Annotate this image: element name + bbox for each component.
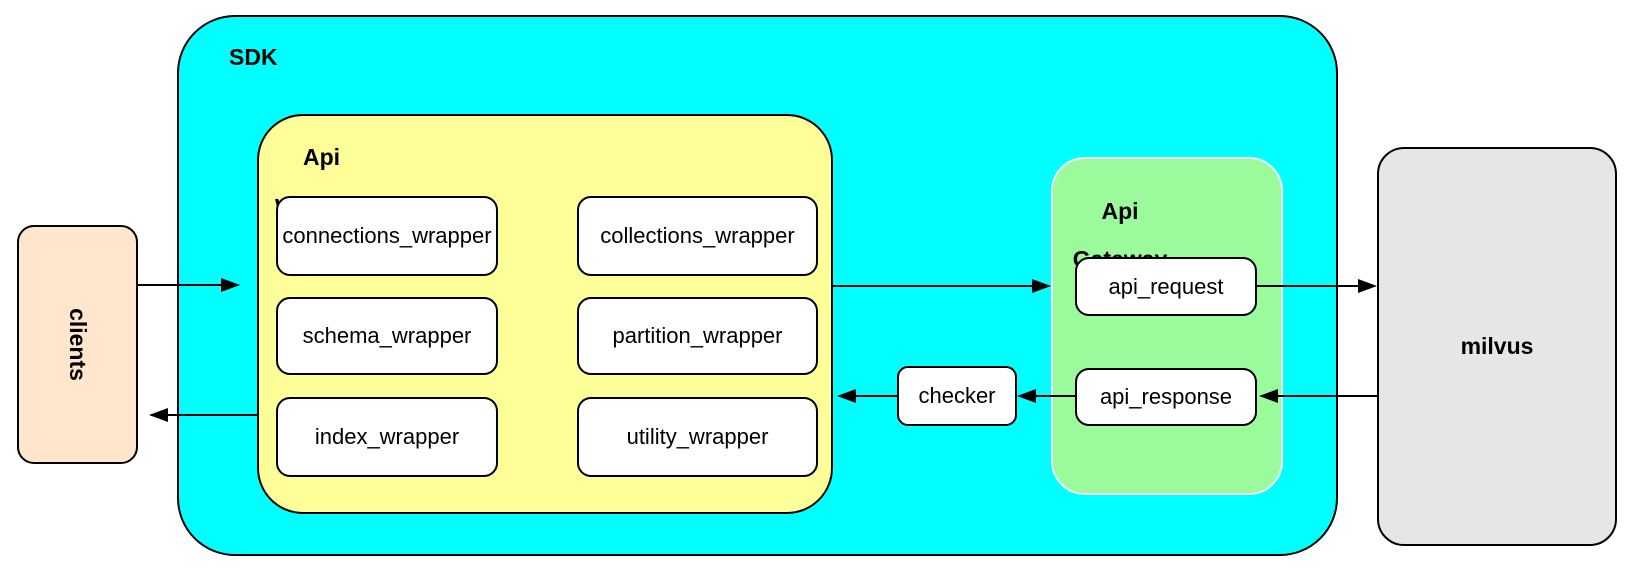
api-wrapper-label-line1: Api — [302, 144, 341, 170]
node-collections-wrapper-label: collections_wrapper — [600, 223, 795, 248]
node-connections-wrapper-label: connections_wrapper — [282, 223, 492, 248]
clients-box: clients — [17, 225, 138, 464]
milvus-label: milvus — [1460, 333, 1534, 359]
node-checker-label: checker — [918, 383, 996, 408]
node-api-request: api_request — [1075, 257, 1257, 316]
node-checker: checker — [897, 366, 1017, 426]
clients-label: clients — [65, 308, 91, 381]
node-api-request-label: api_request — [1108, 273, 1224, 299]
node-connections-wrapper: connections_wrapper — [276, 196, 498, 276]
node-api-response-label: api_response — [1099, 384, 1233, 409]
node-utility-wrapper-label: utility_wrapper — [626, 424, 769, 449]
node-partition-wrapper: partition_wrapper — [577, 297, 818, 375]
node-partition-wrapper-label: partition_wrapper — [612, 323, 783, 348]
node-collections-wrapper: collections_wrapper — [577, 196, 818, 276]
node-utility-wrapper: utility_wrapper — [577, 397, 818, 477]
node-schema-wrapper: schema_wrapper — [276, 297, 498, 375]
node-index-wrapper: index_wrapper — [276, 397, 498, 477]
api-gateway-label-line1: Api — [1101, 198, 1139, 224]
milvus-box: milvus — [1377, 147, 1617, 546]
node-index-wrapper-label: index_wrapper — [314, 424, 460, 449]
sdk-label: SDK — [229, 44, 278, 70]
api-gateway-container: Api Gateway — [1051, 157, 1283, 495]
node-schema-wrapper-label: schema_wrapper — [302, 323, 472, 348]
node-api-response: api_response — [1075, 368, 1257, 426]
